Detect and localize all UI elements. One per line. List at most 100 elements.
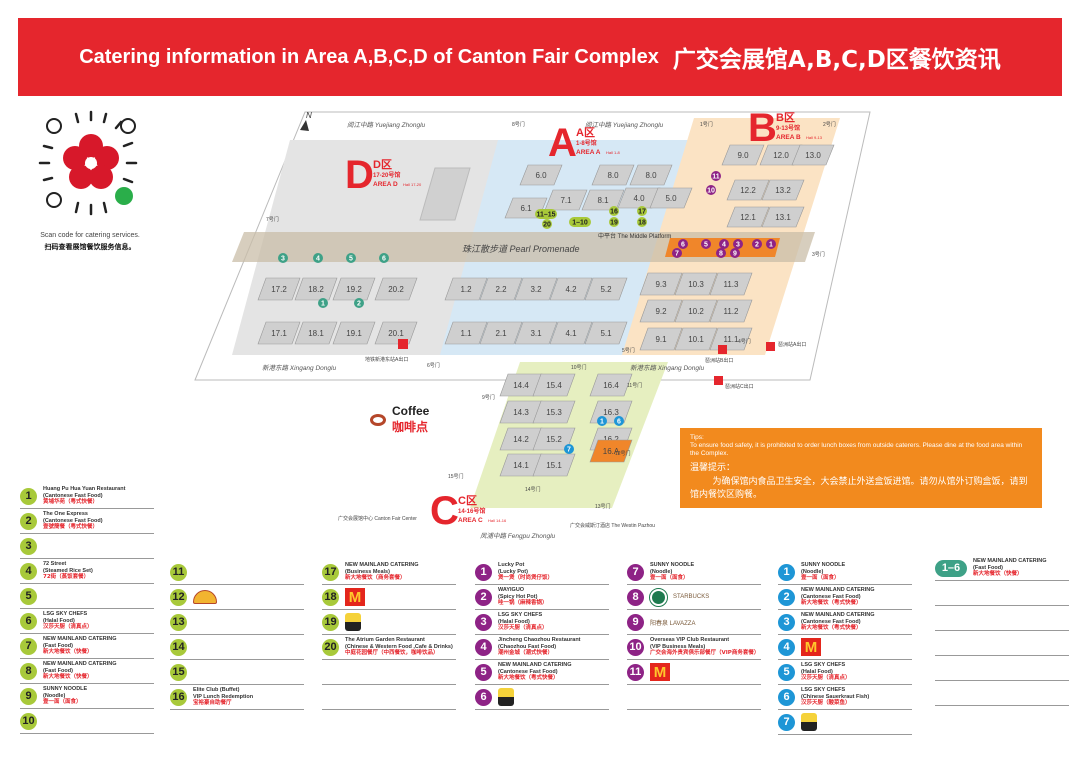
restaurant-marker[interactable] <box>569 217 591 227</box>
restaurant-info[interactable]: NEW MAINLAND CATERING(Fast Food)新大地餐饮（快餐… <box>973 558 1047 578</box>
hall-block[interactable] <box>257 321 301 345</box>
restaurant-marker[interactable] <box>678 239 688 249</box>
hall-block[interactable] <box>761 179 805 201</box>
restaurant-marker[interactable] <box>535 209 557 219</box>
restaurant-info[interactable]: NEW MAINLAND CATERING(Cantonese Fast Foo… <box>801 612 875 632</box>
legend-row <box>322 685 456 710</box>
hall-block[interactable] <box>294 321 338 345</box>
hall-block[interactable] <box>514 277 558 301</box>
restaurant-info[interactable]: LSG SKY CHEFS(Halal Food)汉莎天厨（清真点） <box>801 662 851 682</box>
restaurant-marker[interactable] <box>379 253 389 263</box>
restaurant-marker[interactable] <box>766 239 776 249</box>
hall-block[interactable] <box>674 299 718 323</box>
hall-block[interactable] <box>761 206 805 228</box>
hall-block[interactable] <box>674 272 718 296</box>
hall-block[interactable] <box>544 189 588 211</box>
hall-block[interactable] <box>294 277 338 301</box>
hall-block[interactable] <box>257 277 301 301</box>
title-english: Catering information in Area A,B,C,D of … <box>79 45 659 68</box>
restaurant-marker[interactable] <box>706 185 716 195</box>
hall-block[interactable] <box>374 321 418 345</box>
restaurant-info[interactable]: NEW MAINLAND CATERING(Cantonese Fast Foo… <box>498 662 572 682</box>
restaurant-info[interactable]: 72 Street(Steamed Rice Set)72街（蒸饭套餐） <box>43 561 93 581</box>
hall-block[interactable] <box>584 277 628 301</box>
hall-block[interactable] <box>444 321 488 345</box>
hall-block[interactable] <box>514 321 558 345</box>
hall-block[interactable] <box>532 400 576 424</box>
restaurant-marker[interactable] <box>637 217 647 227</box>
restaurant-marker[interactable] <box>672 248 682 258</box>
restaurant-info[interactable]: Overseas VIP Club Restaurant(VIP Busines… <box>650 637 759 657</box>
hall-block[interactable] <box>639 299 683 323</box>
hall-block[interactable] <box>591 164 635 186</box>
hall-block[interactable] <box>549 277 593 301</box>
hall-block[interactable] <box>629 164 673 186</box>
restaurant-marker[interactable] <box>752 239 762 249</box>
restaurant-marker[interactable] <box>318 298 328 308</box>
hall-block[interactable] <box>581 189 625 211</box>
hall-block[interactable] <box>584 321 628 345</box>
hall-block[interactable] <box>791 144 835 166</box>
restaurant-marker[interactable] <box>564 444 574 454</box>
hall-block[interactable] <box>479 321 523 345</box>
hall-block[interactable] <box>532 373 576 397</box>
restaurant-marker[interactable] <box>733 239 743 249</box>
restaurant-marker[interactable] <box>597 416 607 426</box>
restaurant-marker[interactable] <box>637 206 647 216</box>
hall-block[interactable] <box>589 373 633 397</box>
restaurant-info[interactable]: SUNNY NOODLE(Noodle)壹一面（面食） <box>43 686 87 706</box>
restaurant-marker[interactable] <box>346 253 356 263</box>
hall-block[interactable] <box>709 327 753 351</box>
hall-block[interactable] <box>649 187 693 209</box>
hall-block[interactable] <box>639 272 683 296</box>
hall-block[interactable] <box>726 179 770 201</box>
restaurant-marker[interactable] <box>730 248 740 258</box>
restaurant-marker[interactable] <box>542 219 552 229</box>
hall-block[interactable] <box>589 439 633 463</box>
qr-caption-english: Scan code for catering services. <box>40 232 140 239</box>
hall-block[interactable] <box>519 164 563 186</box>
restaurant-marker[interactable] <box>609 217 619 227</box>
restaurant-info[interactable]: LSG SKY CHEFS(Halal Food)汉莎天厨（清真点） <box>43 611 93 631</box>
restaurant-marker[interactable] <box>716 248 726 258</box>
restaurant-info[interactable]: NEW MAINLAND CATERING(Cantonese Fast Foo… <box>801 587 875 607</box>
restaurant-marker[interactable] <box>313 253 323 263</box>
hall-block[interactable] <box>709 272 753 296</box>
hall-block[interactable] <box>549 321 593 345</box>
hall-block[interactable] <box>532 453 576 477</box>
restaurant-info[interactable]: NEW MAINLAND CATERING(Business Meals)新大地… <box>345 562 419 582</box>
hall-block[interactable] <box>674 327 718 351</box>
qr-code[interactable] <box>36 108 146 218</box>
restaurant-info[interactable]: NEW MAINLAND CATERING(Fast Food)新大地餐饮（快餐… <box>43 636 117 656</box>
restaurant-marker[interactable] <box>711 171 721 181</box>
hall-block[interactable] <box>479 277 523 301</box>
restaurant-marker[interactable] <box>719 239 729 249</box>
hall-block[interactable] <box>532 427 576 451</box>
restaurant-info[interactable]: WAYIGUO(Spicy Hot Pot)哇一锅（麻辣香锅） <box>498 587 548 607</box>
hall-block[interactable] <box>639 327 683 351</box>
hall-block[interactable] <box>709 299 753 323</box>
restaurant-info[interactable]: SUNNY NOODLE(Noodle)壹一面（面食） <box>801 562 845 582</box>
restaurant-info[interactable]: Lucky Pot(Lucky Pot)煲一煲（时尚煲仔饭） <box>498 562 553 582</box>
hall-block[interactable] <box>721 144 765 166</box>
hall-block[interactable] <box>332 321 376 345</box>
hall-number: 17.1 <box>271 329 287 338</box>
hall-block[interactable] <box>726 206 770 228</box>
restaurant-info[interactable]: SUNNY NOODLE(Noodle)壹一面（面食） <box>650 562 694 582</box>
restaurant-marker[interactable] <box>278 253 288 263</box>
restaurant-marker[interactable] <box>614 416 624 426</box>
restaurant-info[interactable]: Jincheng Chaozhou Restaurant(Chaozhou Fa… <box>498 637 581 657</box>
hall-block[interactable] <box>444 277 488 301</box>
restaurant-marker[interactable] <box>701 239 711 249</box>
restaurant-info[interactable]: LSG SKY CHEFS(Chinese Sauerkraut Fish)汉莎… <box>801 687 869 707</box>
restaurant-info[interactable]: Huang Pu Hua Yuan Restaurant(Cantonese F… <box>43 486 125 506</box>
restaurant-info[interactable]: NEW MAINLAND CATERING(Fast Food)新大地餐饮（快餐… <box>43 661 117 681</box>
restaurant-marker[interactable] <box>609 206 619 216</box>
hall-block[interactable] <box>374 277 418 301</box>
restaurant-marker[interactable] <box>354 298 364 308</box>
restaurant-info[interactable]: The One Express(Cantonese Fast Food)壹號簡餐… <box>43 511 103 531</box>
restaurant-info[interactable]: The Atrium Garden Restaurant(Chinese & W… <box>345 637 453 657</box>
restaurant-info[interactable]: LSG SKY CHEFS(Halal Food)汉莎天厨（清真点） <box>498 612 548 632</box>
